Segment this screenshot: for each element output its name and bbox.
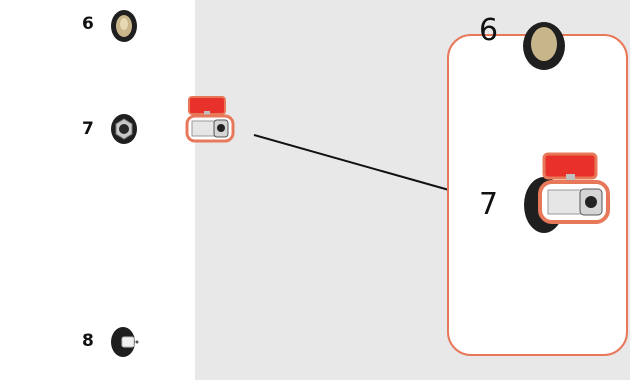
zoom-ball-valve-icon [536,152,612,230]
port-label-8: 8 [82,331,94,351]
brass-port-icon[interactable] [110,9,138,43]
zoom-port-label: 7 [479,187,499,222]
port-label-7: 7 [82,119,94,139]
port-label-6: 6 [82,14,94,34]
hex-port-icon[interactable] [110,113,138,145]
port-panel: 6 7 8 [0,0,195,380]
zoom-panel: 6 7 [447,16,628,356]
ball-valve-icon[interactable] [184,96,236,146]
zoom-brass-port-icon [522,22,566,72]
push-fit-port-icon[interactable] [110,325,142,359]
zoom-partial-label: 6 [479,13,499,48]
